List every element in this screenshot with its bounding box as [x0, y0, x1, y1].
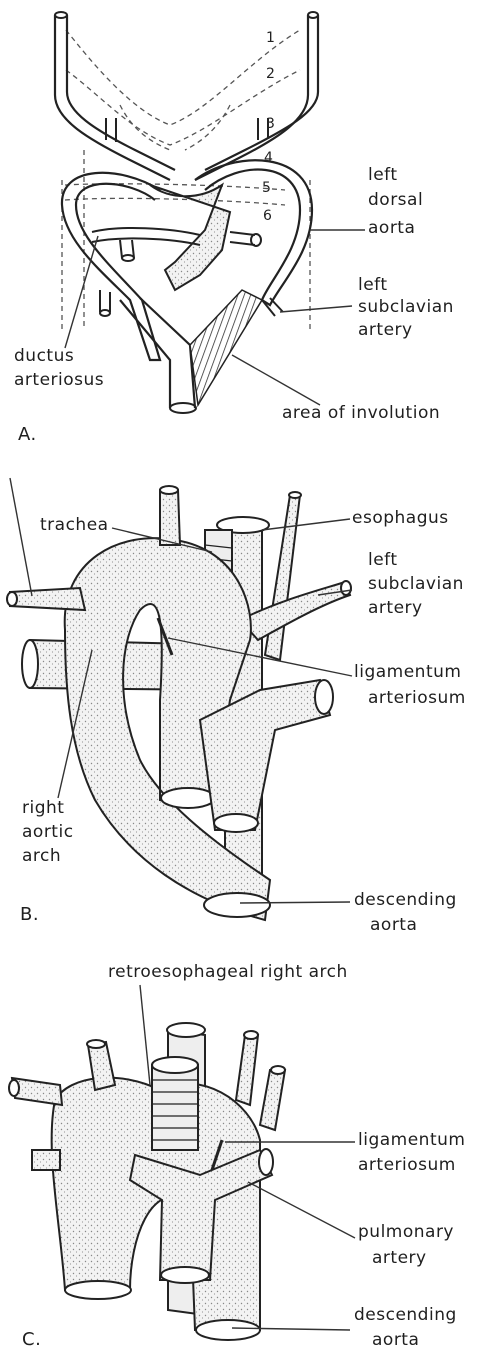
label-pulmonary-artery: pulmonary	[358, 1222, 454, 1242]
label-left-subclavian-a-3: artery	[358, 320, 413, 340]
label-esophagus-b: esophagus	[352, 508, 449, 528]
label-ligamentum-c: ligamentum	[358, 1130, 465, 1150]
area-of-involution	[190, 290, 262, 405]
label-right-aortic-arch-3: arch	[22, 846, 61, 866]
label-ligamentum-b: ligamentum	[354, 662, 461, 682]
label-retroesophageal-right-arch: retroesophageal right arch	[108, 962, 348, 982]
label-left-dorsal-aorta-3: aorta	[368, 218, 415, 238]
label-left-subclavian-a: left	[358, 275, 388, 295]
label-pulmonary-artery-2: artery	[372, 1248, 427, 1268]
sixth-arch	[92, 228, 200, 245]
panel-letter-c: C.	[22, 1330, 41, 1350]
label-area-of-involution: area of involution	[282, 403, 440, 423]
left-carotid-vessel	[195, 15, 308, 180]
trachea-tube-c	[152, 1065, 198, 1150]
label-right-aortic-arch: right	[22, 798, 64, 818]
arch-number-1: 1	[266, 30, 275, 46]
arch-number-4: 4	[264, 150, 273, 166]
label-right-aortic-arch-2: aortic	[22, 822, 74, 842]
label-left-subclavian-b-3: artery	[368, 598, 423, 618]
aortic-sac	[150, 185, 230, 290]
label-left-subclavian-b: left	[368, 550, 398, 570]
arch-number-5: 5	[262, 180, 271, 196]
label-left-dorsal-aorta: left	[368, 165, 398, 185]
label-descending-aorta-c: descending	[354, 1305, 457, 1325]
label-left-subclavian-b-2: subclavian	[368, 574, 464, 594]
label-descending-aorta-c-2: aorta	[372, 1330, 419, 1350]
label-ductus-arteriosus-2: arteriosus	[14, 370, 104, 390]
label-descending-aorta-b: descending	[354, 890, 457, 910]
panel-a-diagram	[55, 12, 365, 413]
panel-c-diagram	[9, 985, 355, 1340]
panel-letter-b: B.	[20, 905, 39, 925]
arch-number-3: 3	[266, 116, 275, 132]
label-trachea: trachea	[40, 515, 109, 535]
label-left-dorsal-aorta-2: dorsal	[368, 190, 423, 210]
label-left-subclavian-a-2: subclavian	[358, 297, 454, 317]
label-descending-aorta-b-2: aorta	[370, 915, 417, 935]
right-carotid-vessel	[55, 15, 170, 180]
label-ductus-arteriosus: ductus	[14, 346, 74, 366]
label-ligamentum-c-2: arteriosum	[358, 1155, 456, 1175]
arch-number-6: 6	[263, 208, 272, 224]
arch-number-2: 2	[266, 66, 275, 82]
label-ligamentum-b-2: arteriosum	[368, 688, 466, 708]
panel-letter-a: A.	[18, 425, 37, 445]
